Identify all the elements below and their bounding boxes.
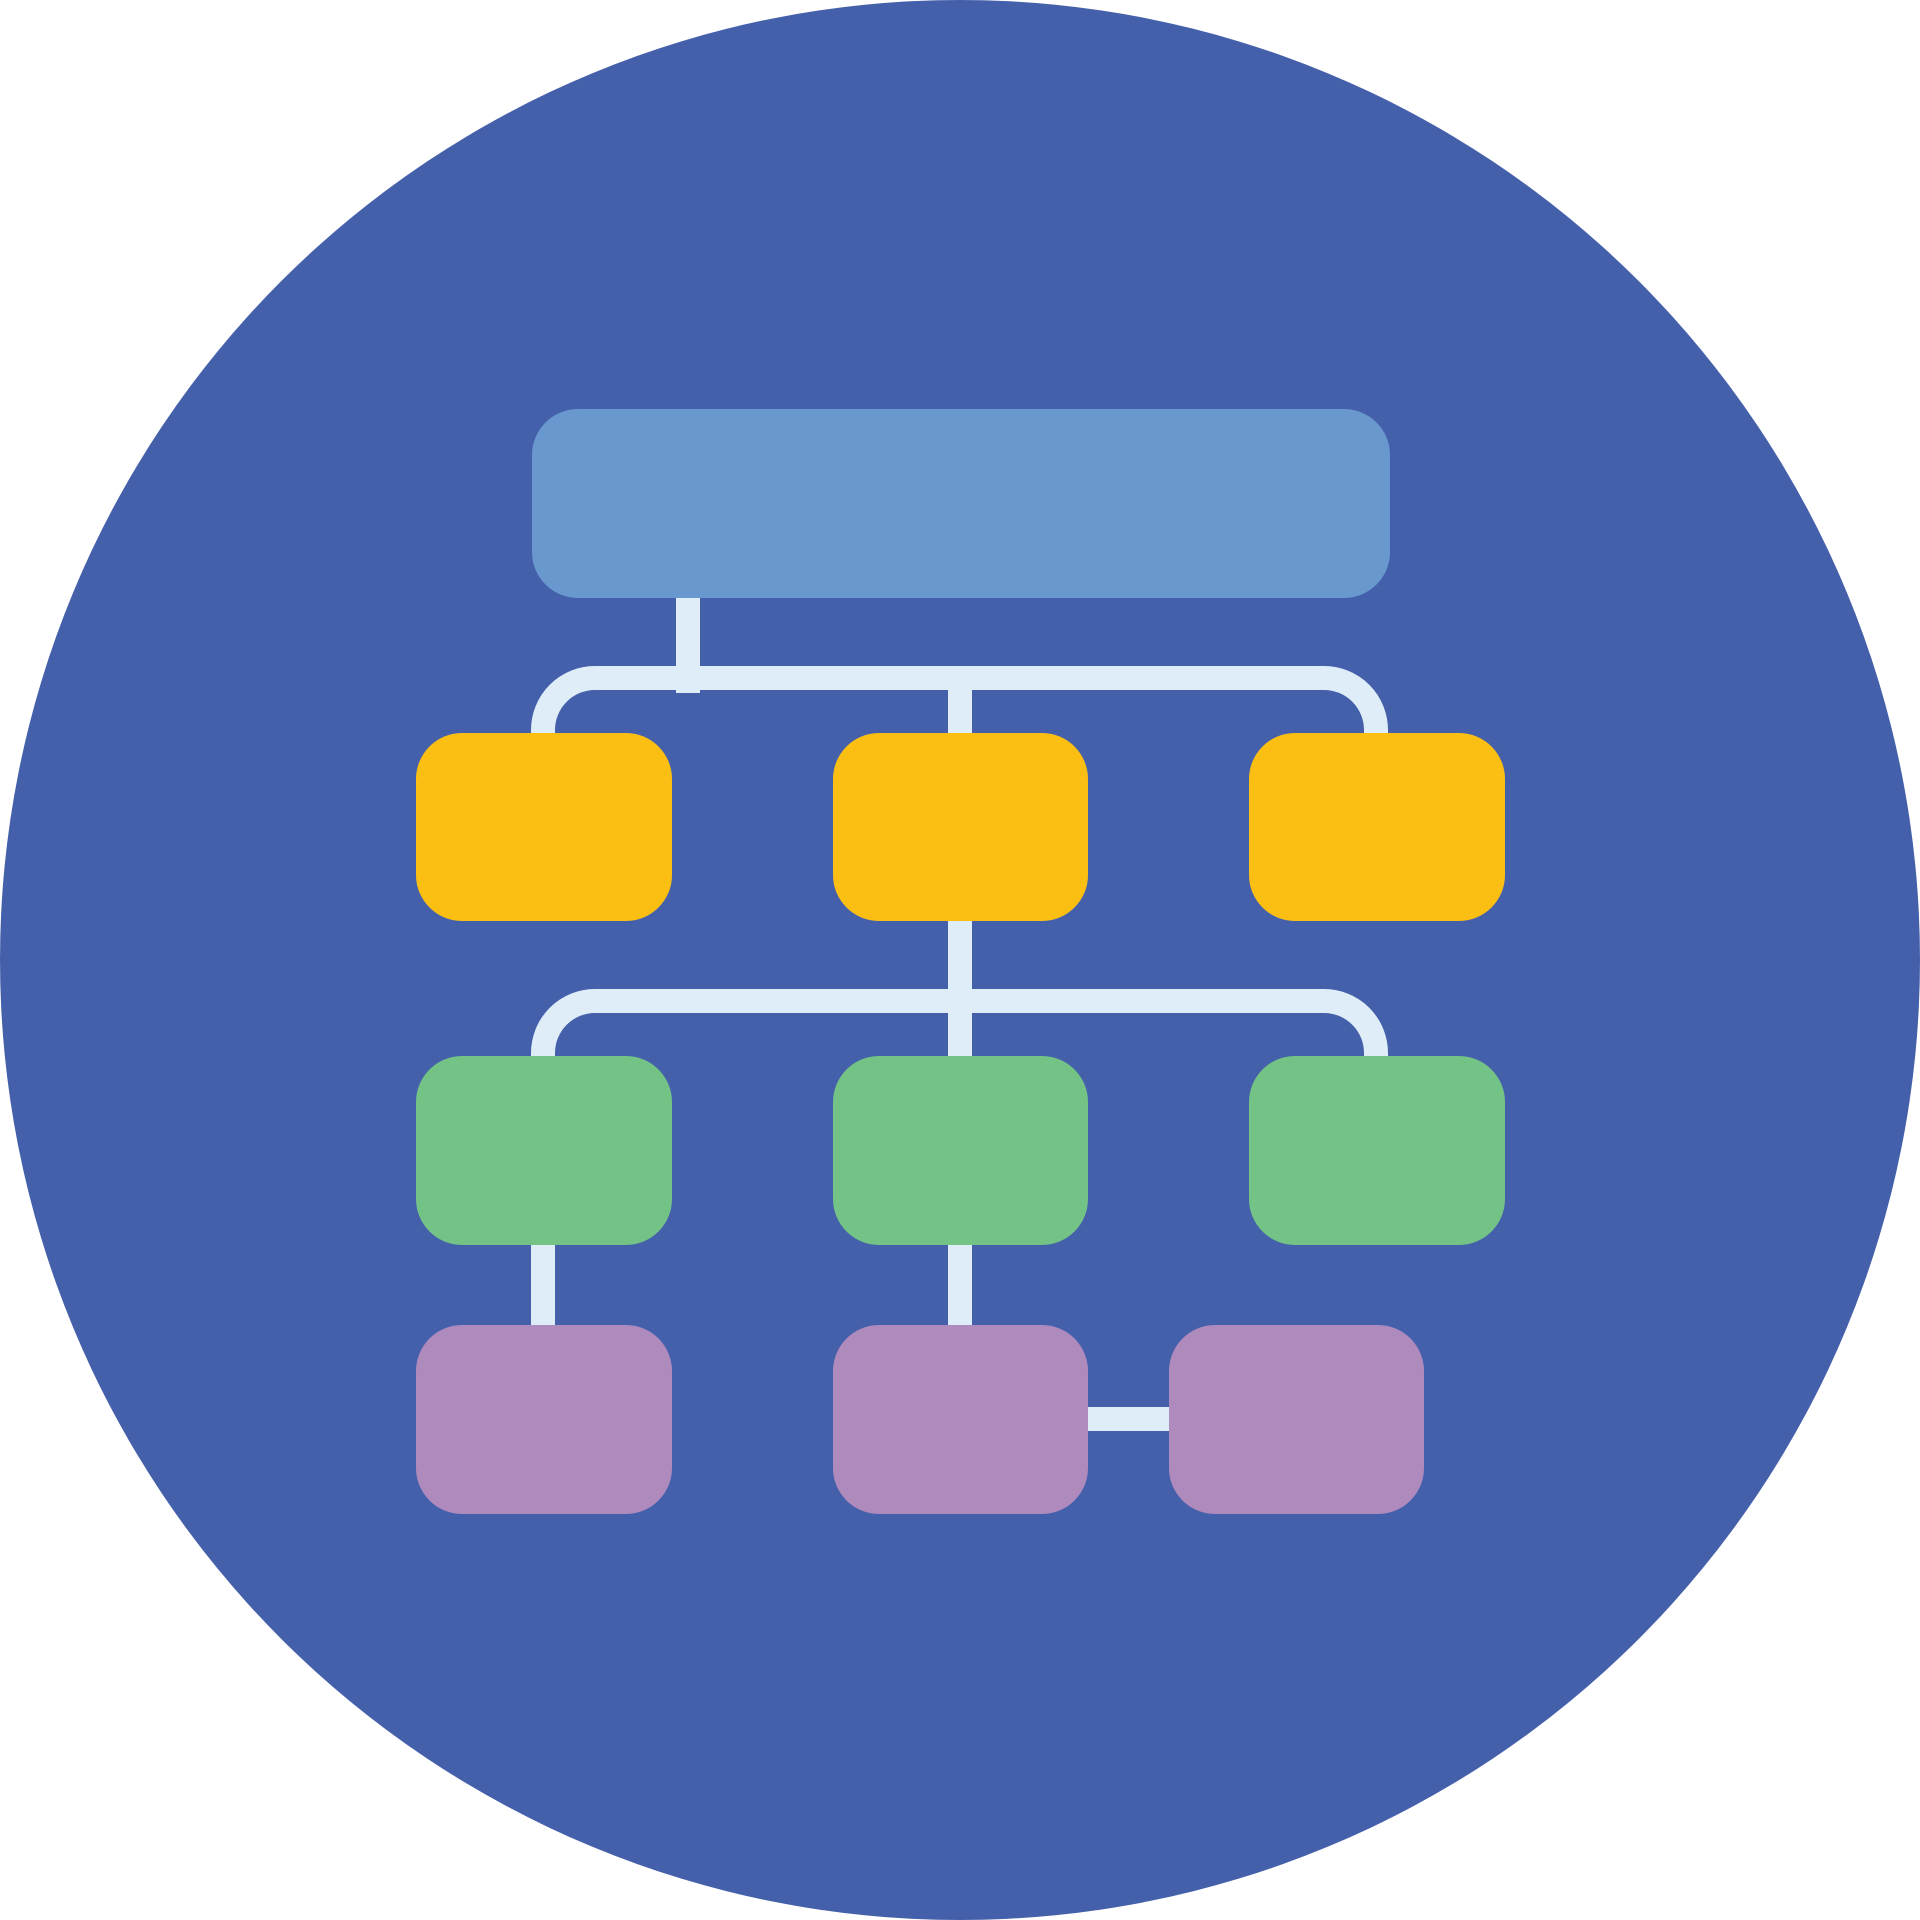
level3-node-left [416,1056,672,1245]
connector-lines [531,597,1388,1431]
level4-node-middle [833,1325,1088,1514]
level3-node-middle [833,1056,1088,1245]
level2-node-left [416,733,672,921]
level2-node-right [1249,733,1505,921]
connector-level3-bus [531,989,1388,1056]
level4-node-left [416,1325,672,1514]
top-node [532,409,1390,598]
level2-node-middle [833,733,1088,921]
level4-node-right [1169,1325,1424,1514]
level3-node-right [1249,1056,1505,1245]
